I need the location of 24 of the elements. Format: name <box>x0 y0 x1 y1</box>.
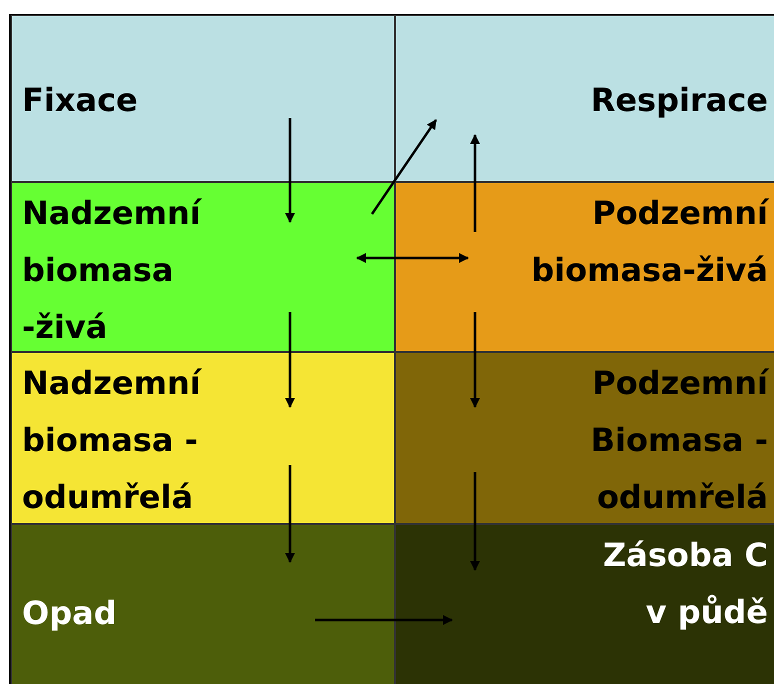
arrow <box>356 253 469 263</box>
arrow <box>285 465 295 563</box>
table-cell <box>11 524 395 684</box>
cell-label: Fixace <box>22 80 139 121</box>
cell-label: Podzemní biomasa-živá <box>530 193 768 291</box>
arrow <box>470 472 480 571</box>
arrow <box>285 312 295 408</box>
cell-label: Podzemní Biomasa -odumřelá <box>590 363 768 518</box>
cell-label: Opad <box>22 593 118 634</box>
arrow <box>470 134 480 232</box>
table-cell <box>11 15 395 182</box>
cell-label: Zásoba C v půdě <box>602 535 768 633</box>
cell-label: Respirace <box>590 80 768 121</box>
table-cell <box>395 15 774 182</box>
arrow <box>315 615 453 625</box>
table-cell <box>395 182 774 352</box>
table-cell <box>395 524 774 684</box>
table-cell <box>11 352 395 524</box>
arrow <box>470 312 480 408</box>
cell-label: Nadzemní biomasa -odumřelá <box>22 363 203 518</box>
table-cell <box>11 182 395 352</box>
arrow <box>285 118 295 223</box>
cell-label: Nadzemní biomasa -živá <box>22 193 203 348</box>
table-cell <box>395 352 774 524</box>
